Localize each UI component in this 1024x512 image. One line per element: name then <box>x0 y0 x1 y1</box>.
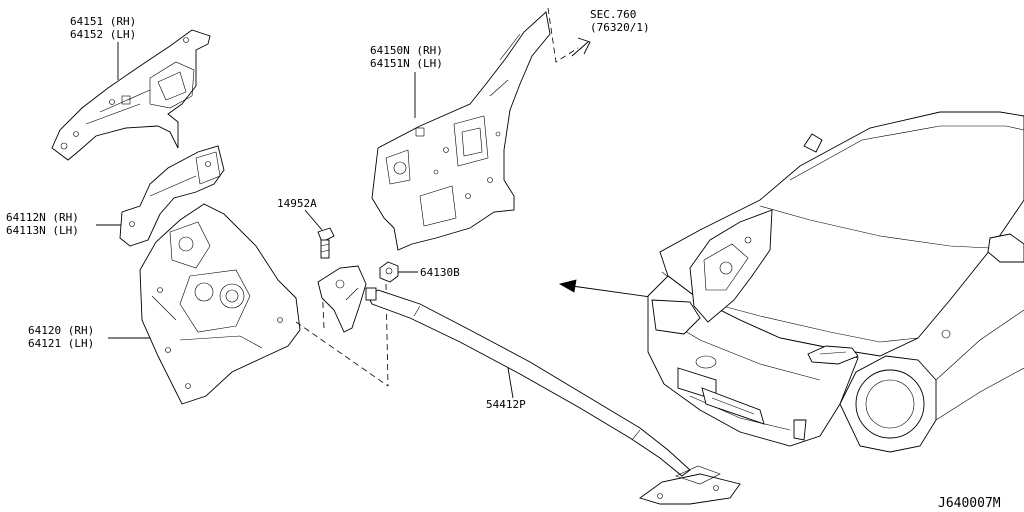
leader-54412p <box>507 367 514 399</box>
label-64121-lh: 64121 (LH) <box>28 337 94 350</box>
label-64151n-lh: 64151N (LH) <box>370 57 443 70</box>
label-sec-76320: (76320/1) <box>590 21 650 34</box>
label-14952a: 14952A <box>277 197 317 210</box>
label-64130b: 64130B <box>420 266 460 279</box>
vehicle-illustration <box>647 111 1024 453</box>
label-sec-760: SEC.760 <box>590 8 636 21</box>
nut-64130b <box>379 261 399 283</box>
label-54412p: 54412P <box>486 398 526 411</box>
hoodledge-64120 <box>139 203 301 405</box>
panel-64150n <box>371 11 551 251</box>
bolt-14952a <box>317 227 335 259</box>
cable-54412p <box>365 287 741 505</box>
cable-mount <box>317 265 367 333</box>
label-64113n-lh: 64113N (LH) <box>6 224 79 237</box>
section-arrow <box>547 7 591 63</box>
label-64150n-rh: 64150N (RH) <box>370 44 443 57</box>
bracket-64112n <box>119 145 225 247</box>
assembly-guides <box>295 281 389 387</box>
bracket-64151 <box>51 29 211 161</box>
label-64112n-rh: 64112N (RH) <box>6 211 79 224</box>
label-64151-rh: 64151 (RH) <box>70 15 136 28</box>
label-64120-rh: 64120 (RH) <box>28 324 94 337</box>
diagram-code: J640007M <box>938 496 1001 511</box>
label-64152-lh: 64152 (LH) <box>70 28 136 41</box>
leader-14952a <box>304 209 323 231</box>
